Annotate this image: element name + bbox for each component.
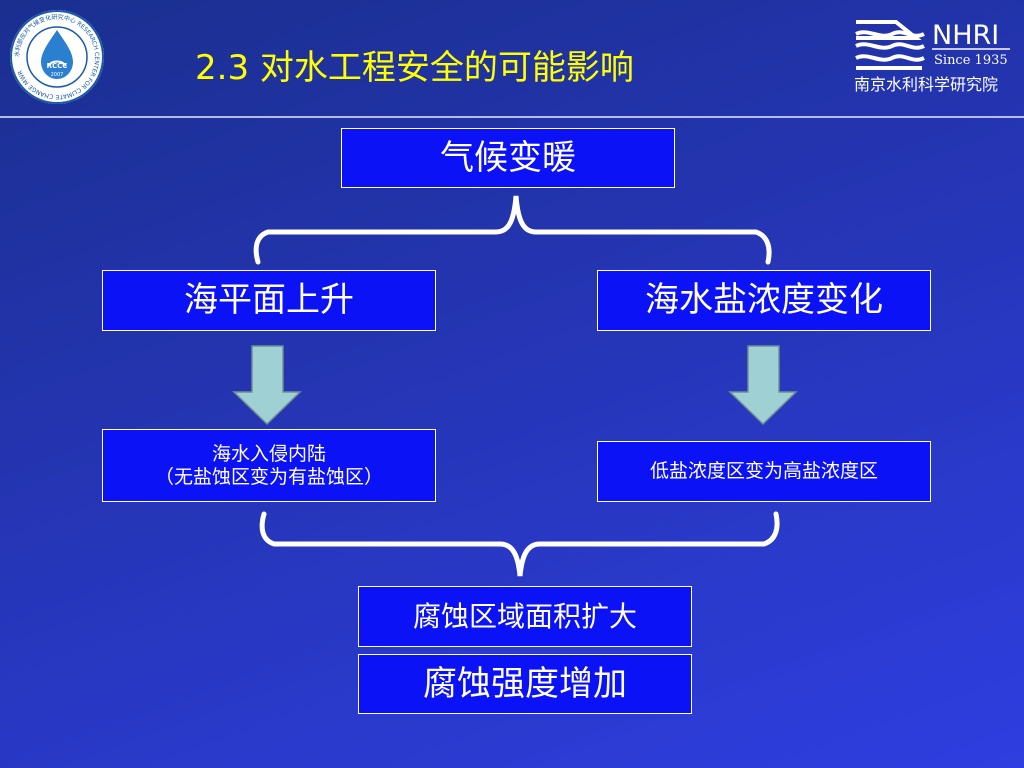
logo-year: 2007 — [51, 72, 64, 78]
corrosion-area-box: 腐蚀区域面积扩大 — [358, 586, 692, 647]
seawater-intrusion-note: （无盐蚀区变为有盐蚀区） — [154, 465, 383, 488]
slide-title: 2.3 对水工程安全的可能影响 — [195, 48, 634, 88]
climate-warming-box: 气候变暖 — [341, 128, 675, 188]
water-drop-icon — [41, 30, 73, 79]
high-salinity-zone-label: 低盐浓度区变为高盐浓度区 — [649, 460, 878, 483]
bottom-brace — [259, 511, 780, 577]
high-salinity-zone-box: 低盐浓度区变为高盐浓度区 — [597, 441, 931, 502]
corrosion-intensity-box: 腐蚀强度增加 — [358, 654, 692, 714]
climate-warming-label: 气候变暖 — [440, 137, 576, 178]
arrow-down-left-icon — [232, 345, 302, 426]
rccc-logo: 水利部应对气候变化研究中心 RESEARCH CENTER FOR CLIMAT… — [10, 10, 104, 104]
corrosion-area-label: 腐蚀区域面积扩大 — [412, 599, 637, 633]
nhri-logo: NHRI Since 1935 南京水利科学研究院 — [854, 20, 1010, 94]
nhri-acronym: NHRI — [932, 20, 999, 51]
corrosion-intensity-label: 腐蚀强度增加 — [423, 663, 627, 704]
seawater-intrusion-box: 海水入侵内陆 （无盐蚀区变为有盐蚀区） — [102, 429, 436, 502]
title-divider — [0, 116, 1024, 118]
top-brace — [253, 195, 772, 265]
nhri-name: 南京水利科学研究院 — [854, 75, 998, 94]
arrow-down-right-icon — [728, 345, 798, 426]
seawater-intrusion-label: 海水入侵内陆 — [211, 442, 326, 465]
salinity-change-label: 海水盐浓度变化 — [645, 280, 883, 321]
sea-level-rise-box: 海平面上升 — [102, 270, 436, 331]
wave-icon — [855, 20, 925, 70]
logo-center-text: RCCC — [47, 62, 68, 70]
sea-level-rise-label: 海平面上升 — [184, 280, 354, 321]
nhri-since: Since 1935 — [934, 53, 1008, 68]
salinity-change-box: 海水盐浓度变化 — [597, 270, 931, 331]
